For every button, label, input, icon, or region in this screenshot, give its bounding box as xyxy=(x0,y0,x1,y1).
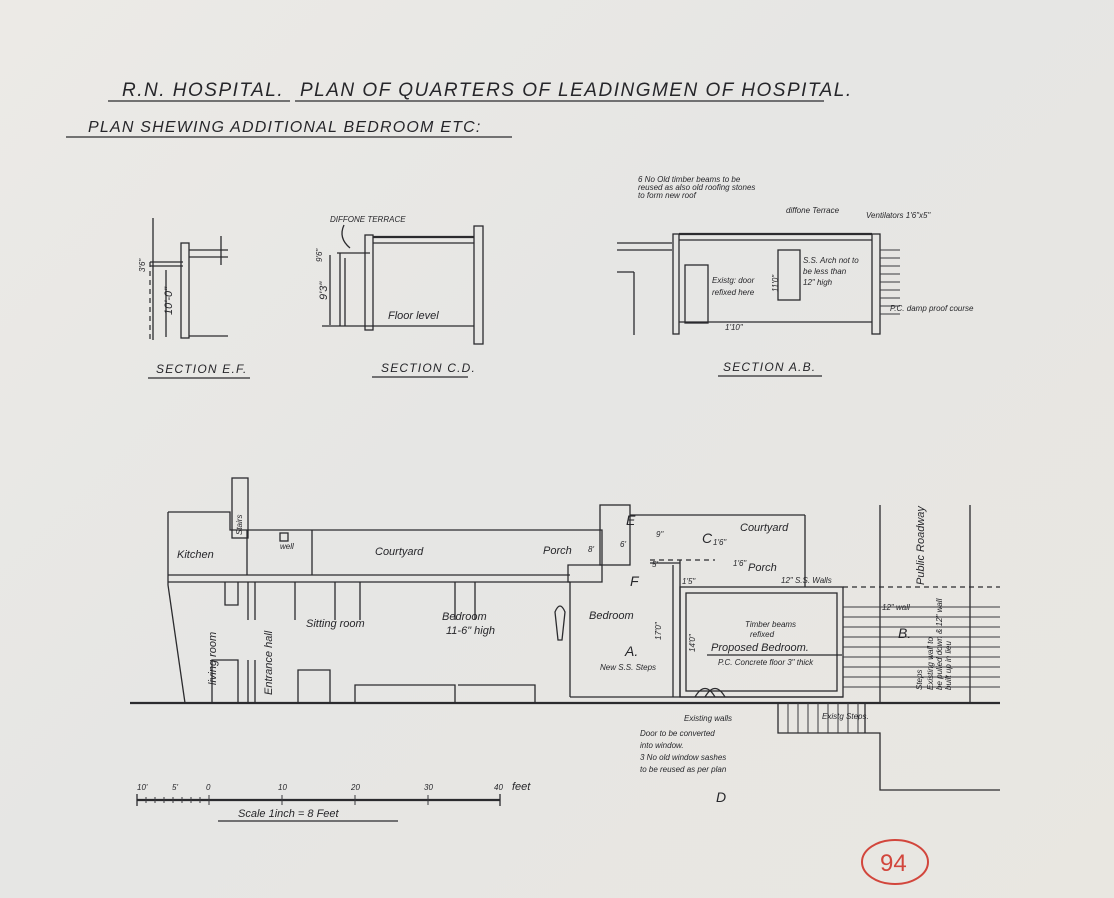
room-bedroom: Bedroom xyxy=(442,611,487,623)
note-exist-steps: Existg Steps. xyxy=(822,712,869,721)
dim-label: 1'6" xyxy=(733,559,747,568)
note-steps: Existing wall to xyxy=(926,637,935,690)
note-12-wall: 12" wall xyxy=(882,603,910,612)
marker-e: E xyxy=(626,512,636,528)
note-walls: 12" S.S. Walls xyxy=(781,576,832,585)
dim-label: 1'5" xyxy=(682,577,696,586)
marker-a: A. xyxy=(624,643,638,659)
steps-hatch xyxy=(843,606,1000,688)
dim-label: 10'-0" xyxy=(163,286,175,315)
note-door-convert: into window. xyxy=(640,741,684,750)
note-existing-walls: Existing walls xyxy=(684,714,732,723)
dim-label: 11'0" xyxy=(771,274,780,292)
room-height: 11-6" high xyxy=(446,625,495,637)
dim-label: 3'6" xyxy=(138,258,147,272)
room-entrance-hall: Entrance hall xyxy=(263,630,275,695)
room-living-room: living room xyxy=(207,632,219,685)
note-beams: 6 No Old timber beams to be xyxy=(638,175,741,184)
dim-label: 9" xyxy=(656,530,664,539)
scale-tick: 10' xyxy=(137,783,148,792)
dim-label: 5' xyxy=(652,560,658,569)
section-cd-label: SECTION C.D. xyxy=(381,361,476,375)
dim-label: 6' xyxy=(620,540,626,549)
note-door: refixed here xyxy=(712,288,755,297)
marker-d: D xyxy=(716,789,726,805)
note-beams: to form new roof xyxy=(638,191,697,200)
room-courtyard: Courtyard xyxy=(375,546,424,558)
note-dpc: P.C. damp proof course xyxy=(890,304,974,313)
dim-label: 8' xyxy=(588,545,594,554)
room-kitchen: Kitchen xyxy=(177,549,214,561)
note-timber: refixed xyxy=(750,630,775,639)
scale-tick: 0 xyxy=(206,783,211,792)
note-steps: be pulled down & 12" wall xyxy=(935,598,944,690)
title-right: PLAN OF QUARTERS OF LEADINGMEN OF HOSPIT… xyxy=(300,80,853,101)
note-arch: S.S. Arch not to xyxy=(803,256,859,265)
scale-tick: 40 xyxy=(494,783,503,792)
sheet-number: 94 xyxy=(880,850,907,877)
section-cd: DIFFONE TERRACE 9'3" 9'6" Floor level SE… xyxy=(315,215,484,378)
marker-b: B. xyxy=(898,625,911,641)
section-ab: 6 No Old timber beams to be reused as al… xyxy=(617,175,974,377)
room-sitting-room: Sitting room xyxy=(306,618,365,630)
note-new-steps: New S.S. Steps xyxy=(600,663,656,672)
marker-c: C xyxy=(702,530,713,546)
label-public-roadway: Public Roadway xyxy=(915,505,927,585)
dim-label: 9'6" xyxy=(315,248,324,262)
note-timber: Timber beams xyxy=(745,620,796,629)
scale-tick: 5' xyxy=(172,783,178,792)
title-block: R.N. HOSPITAL. PLAN OF QUARTERS OF LEADI… xyxy=(66,80,853,138)
room-well: well xyxy=(280,542,294,551)
scale-caption: Scale 1inch = 8 Feet xyxy=(238,808,340,820)
note-floor: P.C. Concrete floor 3" thick xyxy=(718,658,814,667)
note-arch: 12" high xyxy=(803,278,833,287)
room-proposed-bedroom: Proposed Bedroom. xyxy=(711,642,809,654)
dim-label: 14'0" xyxy=(688,633,697,652)
note-door-convert: 3 No old window sashes xyxy=(640,753,726,762)
scale-tick: 20 xyxy=(350,783,360,792)
ground-plan: Kitchen Stairs well Courtyard Porch Sitt… xyxy=(130,477,1000,805)
marker-f: F xyxy=(630,573,640,589)
note-terrace: diffone Terrace xyxy=(786,206,840,215)
note-arch: be less than xyxy=(803,267,847,276)
dim-label: 1'10" xyxy=(725,323,744,332)
scale-unit: feet xyxy=(512,781,531,793)
section-ab-label: SECTION A.B. xyxy=(723,360,816,374)
room-stairs: Stairs xyxy=(235,515,244,535)
note-door-convert: Door to be converted xyxy=(640,729,715,738)
note-terrace: DIFFONE TERRACE xyxy=(330,215,406,224)
room-courtyard: Courtyard xyxy=(740,522,789,534)
steps-hatch xyxy=(880,249,900,315)
room-porch: Porch xyxy=(748,562,777,574)
note-door-convert: to be reused as per plan xyxy=(640,765,727,774)
dim-label: 17'0" xyxy=(654,621,663,640)
dim-label: 1'6" xyxy=(713,538,727,547)
dim-label: 9'3" xyxy=(318,281,330,300)
section-ef: 3'6" 10'-0" SECTION E.F. xyxy=(138,218,250,379)
title-left: R.N. HOSPITAL. xyxy=(122,80,284,101)
room-porch: Porch xyxy=(543,545,572,557)
sheet-number-stamp: 94 xyxy=(861,839,929,885)
scale-bar: 10' 5' 0 10 20 30 40 feet Scale 1inch = … xyxy=(136,781,531,822)
room-bedroom: Bedroom xyxy=(589,610,634,622)
note-steps: built up in lieu xyxy=(944,641,953,690)
scale-tick: 30 xyxy=(424,783,433,792)
note-door: Existg: door xyxy=(712,276,755,285)
note-ventilators: Ventilators 1'6"x5" xyxy=(866,211,931,220)
section-ef-label: SECTION E.F. xyxy=(156,362,248,376)
subtitle: PLAN SHEWING ADDITIONAL BEDROOM ETC: xyxy=(88,119,481,136)
note-floor-level: Floor level xyxy=(388,310,439,322)
note-beams: reused as also old roofing stones xyxy=(638,183,755,192)
note-steps: Steps xyxy=(915,670,924,690)
scale-tick: 10 xyxy=(278,783,287,792)
